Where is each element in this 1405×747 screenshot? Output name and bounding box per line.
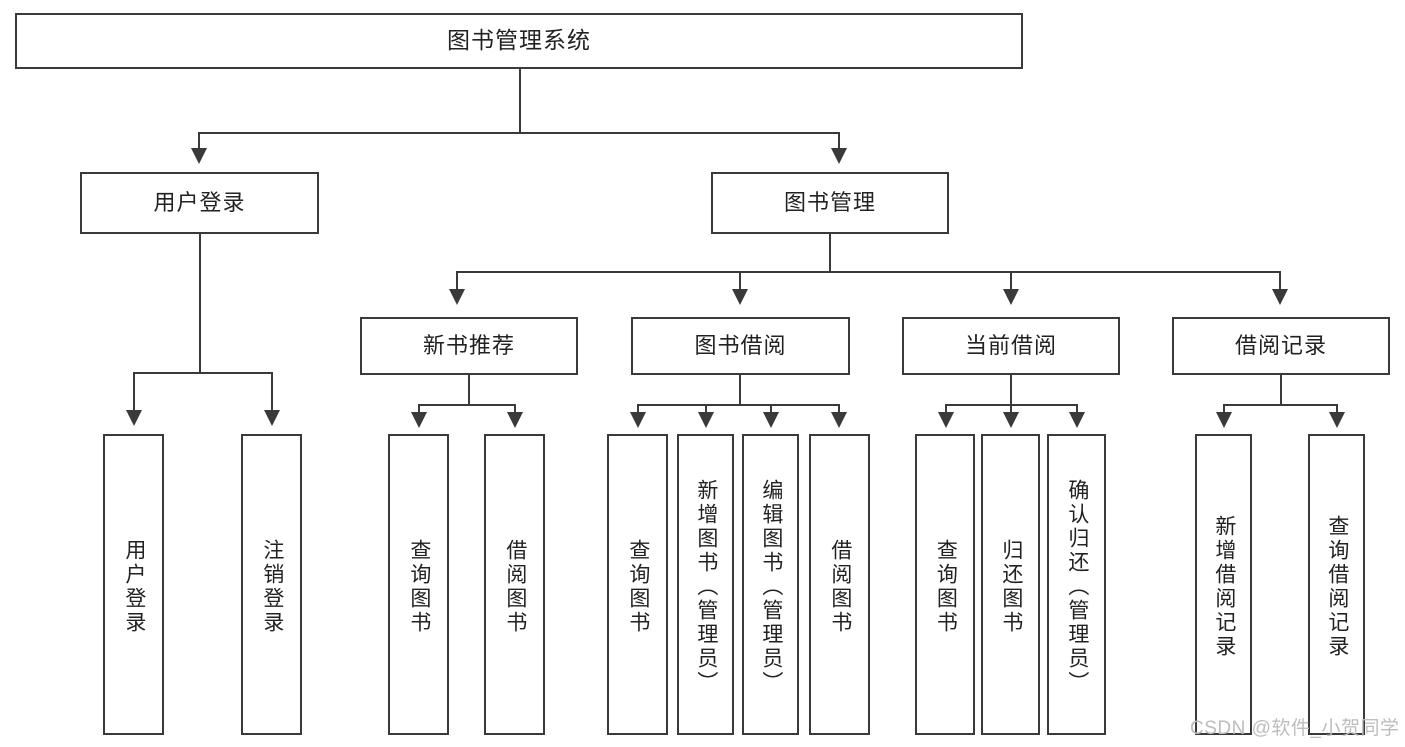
arrowhead-to-current-borrow [1003,289,1019,305]
connector-new-book-bus [418,404,516,406]
node-borrow-record[interactable]: 借阅记录 [1172,317,1390,375]
connector-book-mgmt-stem [829,234,831,273]
connector-current-borrow-drop-2 [1010,404,1012,414]
arrowhead-to-book-borrow [732,289,748,305]
connector-borrow-record-drop-2 [1336,404,1338,414]
arrowhead-book-borrow-leaf-1 [630,412,646,428]
arrowhead-to-new-book [449,289,465,305]
arrowhead-book-borrow-leaf-4 [831,412,847,428]
connector-root-drop-left [198,132,200,150]
connector-book-borrow-drop-1 [637,404,639,414]
node-book-borrow[interactable]: 图书借阅 [631,317,850,375]
connector-borrow-record-drop-1 [1223,404,1225,414]
leaf-book-borrow-query[interactable]: 查询图书 [607,434,668,735]
leaf-book-borrow-add[interactable]: 新增图书（管理员） [677,434,734,735]
leaf-book-borrow-lend[interactable]: 借阅图书 [809,434,870,735]
node-user-login[interactable]: 用户登录 [80,172,319,234]
connector-book-borrow-stem [739,375,741,405]
connector-root-drop-right [838,132,840,150]
leaf-borrow-record-query[interactable]: 查询借阅记录 [1308,434,1365,735]
node-book-management[interactable]: 图书管理 [711,172,949,234]
connector-book-mgmt-bus [456,271,1281,273]
connector-borrow-record-bus [1223,404,1338,406]
leaf-user-login-logout[interactable]: 注销登录 [241,434,302,735]
connector-book-mgmt-drop-1 [456,271,458,290]
connector-borrow-record-stem [1280,375,1282,405]
connector-book-borrow-drop-4 [838,404,840,414]
connector-current-borrow-stem [1010,375,1012,405]
connector-book-mgmt-drop-3 [1010,271,1012,290]
leaf-borrow-record-add[interactable]: 新增借阅记录 [1195,434,1252,735]
connector-current-borrow-drop-1 [945,404,947,414]
connector-user-login-bus [133,372,273,374]
connector-book-borrow-bus [637,404,840,406]
connector-new-book-drop-2 [514,404,516,414]
node-book-management-system[interactable]: 图书管理系统 [15,13,1023,69]
node-current-borrow[interactable]: 当前借阅 [902,317,1120,375]
arrowhead-user-login-leaf-2 [264,410,280,426]
arrowhead-new-book-leaf-1 [411,412,427,428]
arrowhead-book-borrow-leaf-2 [698,412,714,428]
arrowhead-borrow-record-leaf-2 [1329,412,1345,428]
connector-root-stem [519,69,521,133]
connector-root-bus [198,132,840,134]
connector-book-borrow-drop-3 [770,404,772,414]
connector-book-borrow-drop-2 [705,404,707,414]
connector-new-book-drop-1 [418,404,420,414]
connector-user-login-drop-2 [271,372,273,412]
connector-user-login-drop-1 [133,372,135,412]
node-new-book-recommend[interactable]: 新书推荐 [360,317,578,375]
arrowhead-user-login-leaf-1 [126,410,142,426]
arrowhead-book-borrow-leaf-3 [763,412,779,428]
arrowhead-to-book-management [831,148,847,164]
connector-book-mgmt-drop-2 [739,271,741,290]
arrowhead-borrow-record-leaf-1 [1216,412,1232,428]
leaf-user-login-login[interactable]: 用户登录 [103,434,164,735]
arrowhead-to-user-login [191,148,207,164]
connector-current-borrow-drop-3 [1076,404,1078,414]
leaf-current-borrow-query[interactable]: 查询图书 [915,434,975,735]
connector-new-book-stem [468,375,470,405]
arrowhead-to-borrow-record [1272,289,1288,305]
arrowhead-current-borrow-leaf-1 [938,412,954,428]
leaf-new-book-query[interactable]: 查询图书 [388,434,449,735]
leaf-current-borrow-confirm-return[interactable]: 确认归还（管理员） [1047,434,1106,735]
connector-book-mgmt-drop-4 [1279,271,1281,290]
arrowhead-current-borrow-leaf-2 [1003,412,1019,428]
connector-user-login-stem [199,234,201,373]
leaf-book-borrow-edit[interactable]: 编辑图书（管理员） [742,434,799,735]
arrowhead-new-book-leaf-2 [507,412,523,428]
arrowhead-current-borrow-leaf-3 [1069,412,1085,428]
leaf-new-book-borrow[interactable]: 借阅图书 [484,434,545,735]
leaf-current-borrow-return[interactable]: 归还图书 [981,434,1040,735]
csdn-watermark: CSDN @软件_小贺同学 [1190,718,1400,739]
